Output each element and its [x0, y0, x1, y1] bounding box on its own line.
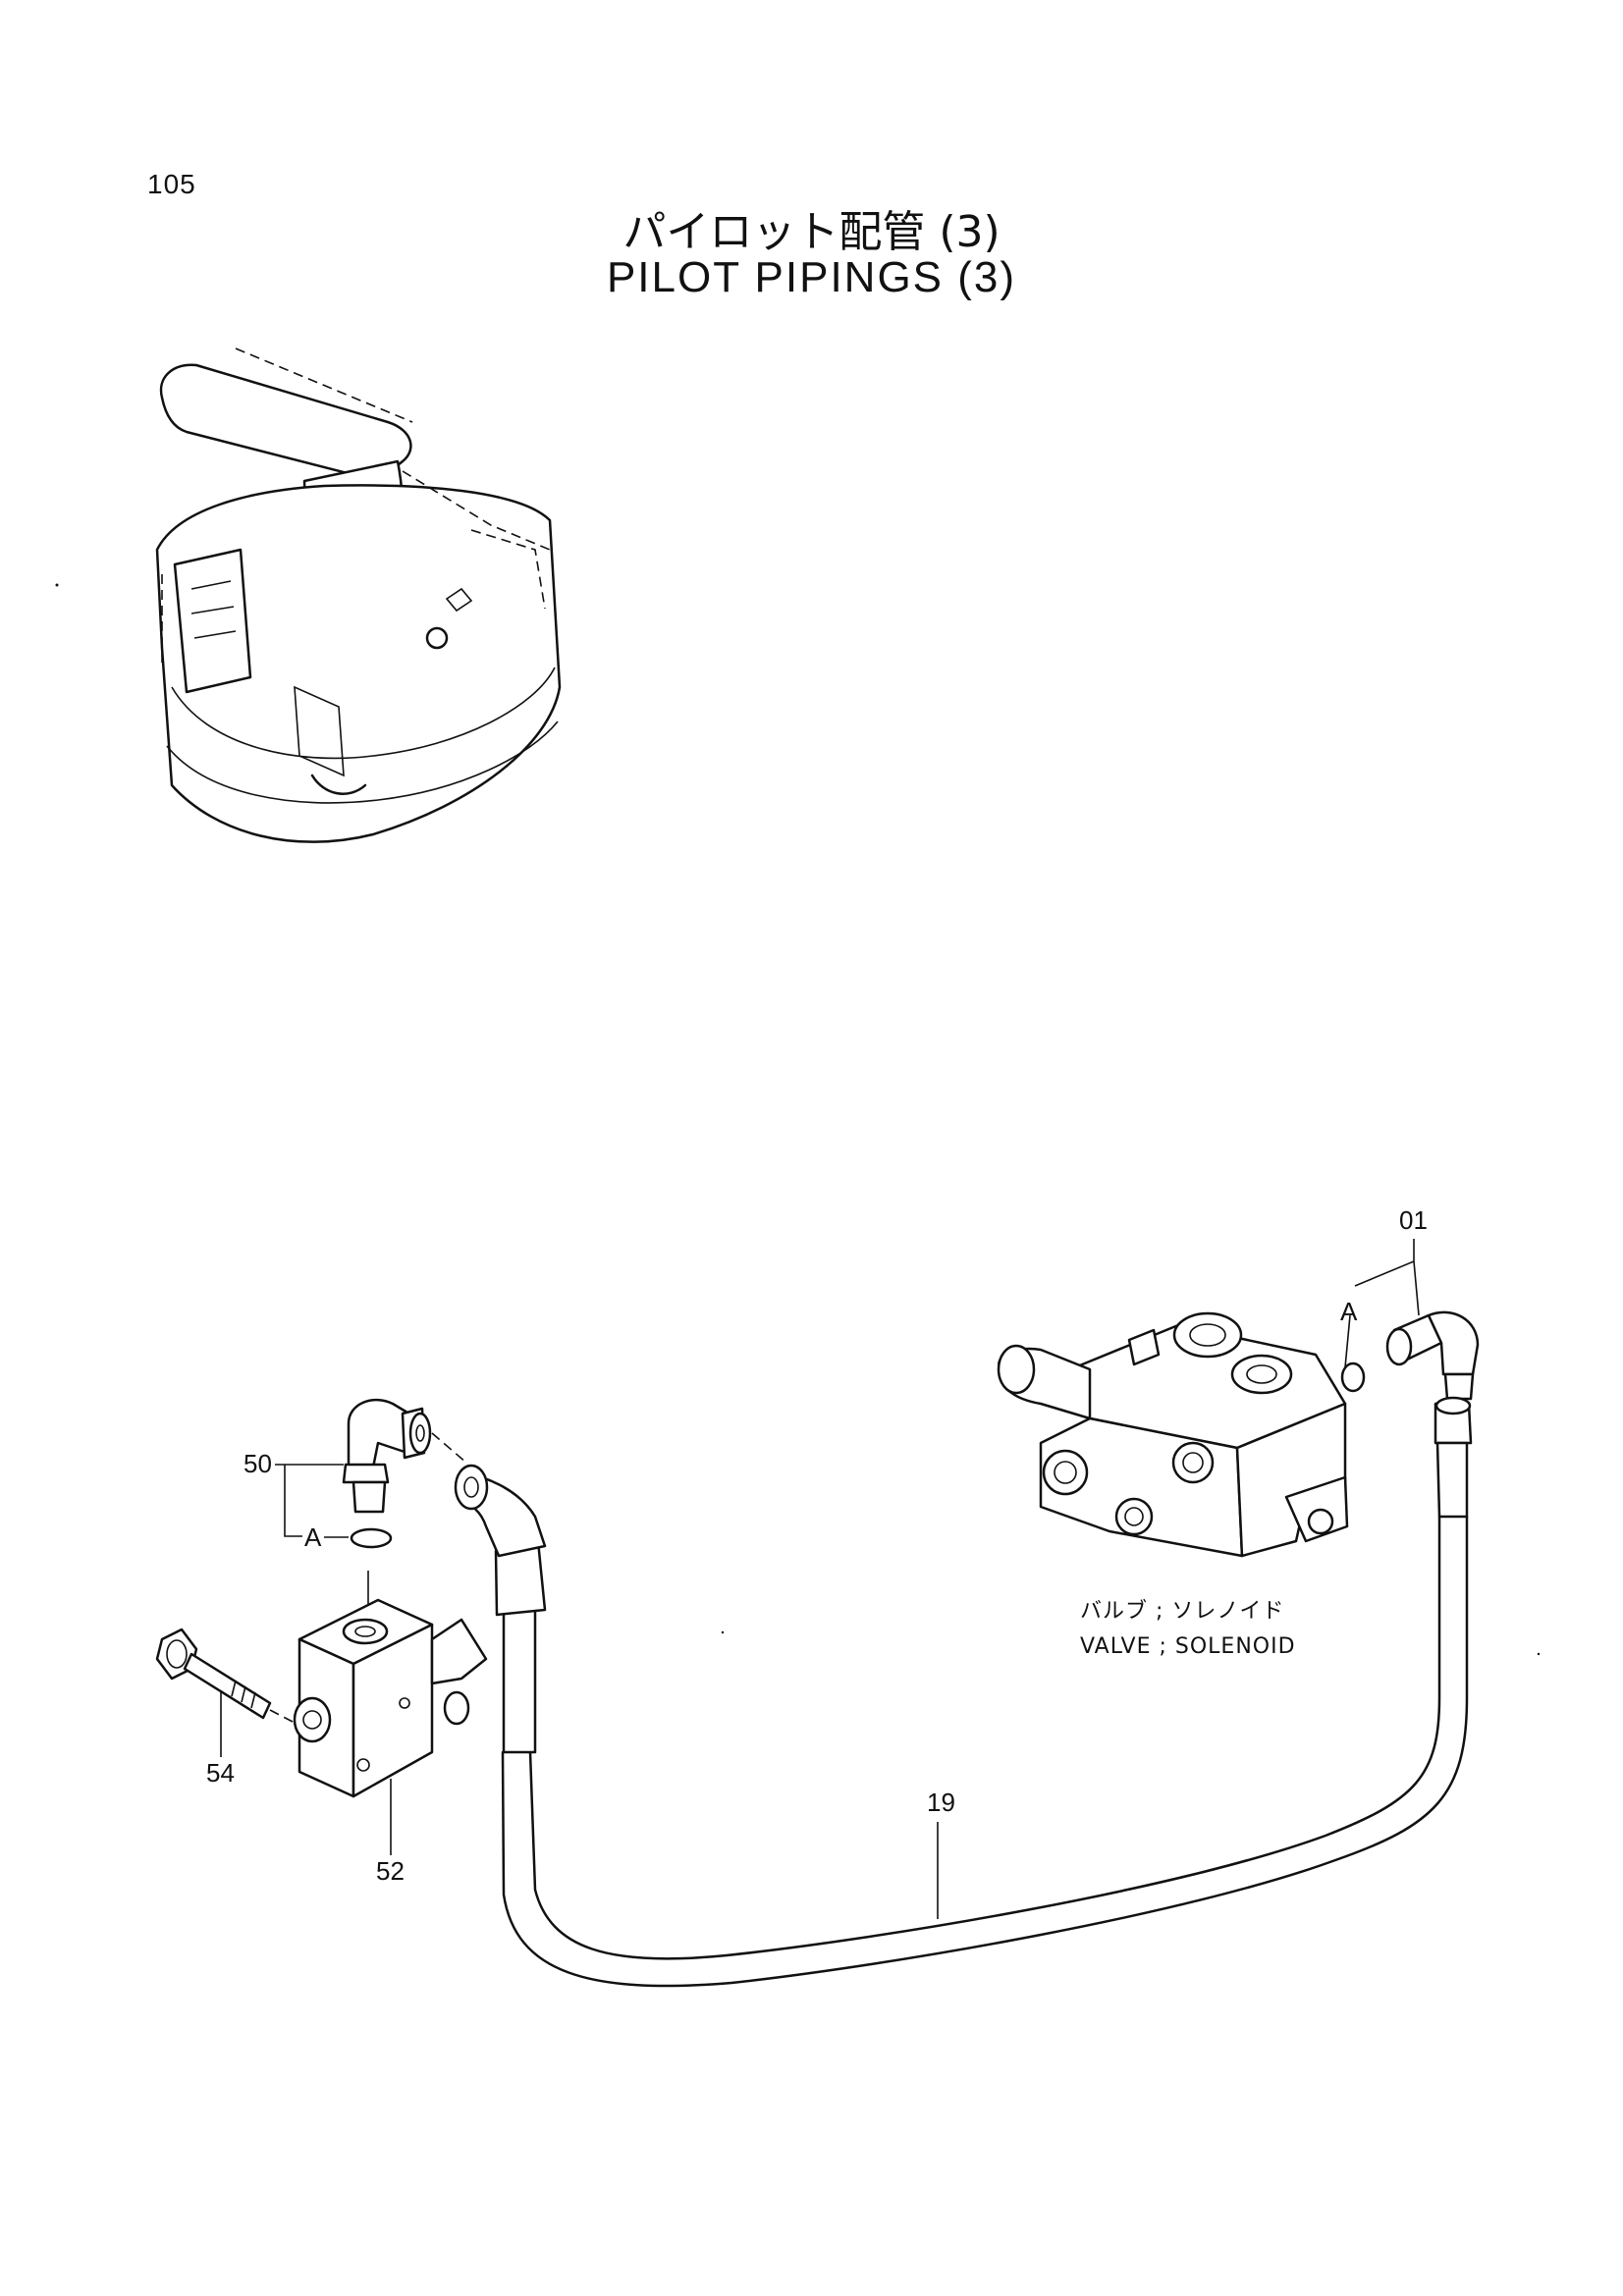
scan-speck: [721, 1630, 725, 1634]
label-a-right: A: [1340, 1297, 1358, 1326]
label-a-left: A: [304, 1522, 322, 1552]
callout-50-leader: [275, 1464, 344, 1537]
page-title-english: PILOT PIPINGS (3): [606, 253, 1017, 301]
callout-01: 01: [1399, 1205, 1428, 1235]
pilot-hose-19: [454, 1396, 1473, 1988]
o-ring-left: [350, 1527, 393, 1549]
scan-speck: [1537, 1652, 1541, 1656]
elbow-fitting-01: [1385, 1310, 1480, 1401]
callout-54: 54: [206, 1758, 235, 1788]
callout-52: 52: [376, 1856, 405, 1886]
valve-caption-english: VALVE ; SOLENOID: [1080, 1634, 1296, 1659]
scan-speck: [55, 583, 59, 587]
connection-dash-50-19: [431, 1432, 467, 1464]
callout-50: 50: [243, 1449, 272, 1478]
page-number: 105: [147, 169, 196, 199]
elbow-fitting-50: [342, 1398, 432, 1514]
solenoid-valve: [997, 1311, 1349, 1558]
callout-01-leader: [1354, 1239, 1420, 1316]
o-ring-right: [1340, 1362, 1366, 1393]
cab-overview-illustration: [155, 347, 562, 843]
bolt-54: [155, 1628, 272, 1720]
valve-caption-japanese: バルブ ; ソレノイド: [1080, 1599, 1284, 1624]
bolt-54-insertion-dash: [269, 1709, 296, 1724]
o-ring-right-leader: [1344, 1314, 1351, 1368]
page-title-japanese: パイロット配管 (3): [622, 207, 1001, 257]
manifold-block-52: [293, 1571, 488, 1798]
callout-19: 19: [927, 1788, 955, 1817]
